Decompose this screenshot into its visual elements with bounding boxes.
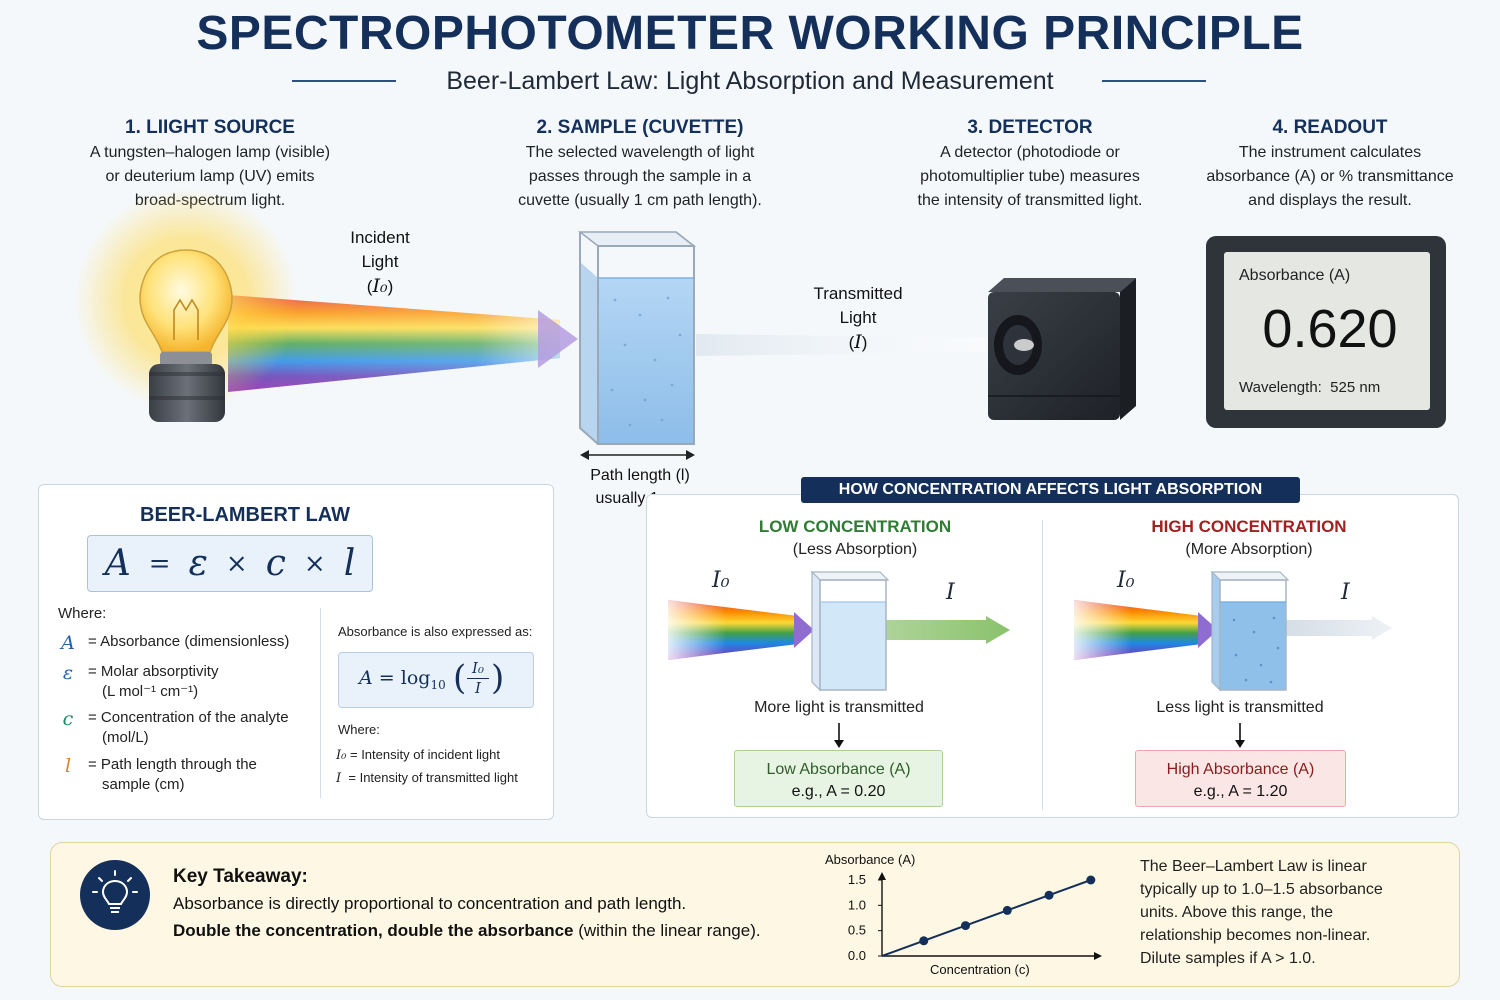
subtitle-rule-left (292, 80, 396, 82)
concentration-illustration (668, 570, 1392, 748)
low-transmitted-beam (886, 616, 1010, 644)
low-cuvette (810, 570, 890, 692)
takeaway-line2: Double the concentration, double the abs… (173, 921, 761, 940)
readout-value: 0.620 (1262, 299, 1398, 359)
chart-ylabel: Absorbance (A) (825, 852, 915, 867)
low-i0-label: I₀ (712, 568, 730, 593)
takeaway-title: Key Takeaway: (173, 866, 308, 887)
high-caption: Less light is transmitted (1156, 699, 1324, 716)
subtitle-rule-right (1102, 80, 1206, 82)
concentration-divider (1042, 520, 1043, 810)
chart-point (919, 936, 929, 946)
page-title: SPECTROPHOTOMETER WORKING PRINCIPLE (196, 7, 1304, 60)
high-cuvette (1210, 570, 1290, 692)
takeaway-line1: Absorbance is directly proportional to c… (173, 894, 687, 913)
chart-point (961, 921, 971, 931)
low-i-label: I (946, 580, 955, 605)
transmitted-light-beam (696, 334, 1002, 356)
chart-series-line (881, 879, 1092, 957)
def-molar-absorptivity: ε = Molar absorptivity(L mol⁻¹ cm⁻¹) (62, 662, 219, 700)
chart-point (1044, 890, 1054, 900)
beer-lambert-title: BEER-LAMBERT LAW (140, 504, 350, 526)
incident-arrowhead (538, 310, 578, 368)
instrument-illustration (74, 188, 1446, 460)
transmitted-symbol: I (854, 331, 862, 353)
high-i0-label: I₀ (1117, 568, 1135, 593)
where2-label: Where: (338, 722, 380, 737)
high-absorbance-box: High Absorbance (A) e.g., A = 1.20 (1135, 750, 1346, 807)
step-2-heading: 2. SAMPLE (CUVETTE) (536, 117, 744, 138)
chart-xlabel: Concentration (c) (930, 962, 1030, 977)
readout-wavelength: Wavelength: 525 nm (1239, 379, 1381, 396)
also-expressed-label: Absorbance is also expressed as: (338, 624, 533, 639)
cuvette (577, 231, 697, 445)
chart-ytick-label: 1.5 (848, 872, 866, 887)
step-1-heading: 1. LIIGHT SOURCE (125, 117, 295, 138)
where-label: Where: (58, 605, 107, 622)
panel-divider (320, 608, 321, 798)
chart-ytick-label: 0.5 (848, 923, 866, 938)
def-concentration: c = Concentration of the analyte(mol/L) (62, 708, 289, 746)
beer-lambert-equation: A=ε×c×l (87, 535, 373, 592)
high-transmitted-beam (1286, 616, 1392, 640)
step-3-heading: 3. DETECTOR (967, 117, 1093, 138)
low-absorbance-box: Low Absorbance (A) e.g., A = 0.20 (734, 750, 943, 807)
low-conc-subtitle: (Less Absorption) (792, 541, 918, 558)
def-absorbance: A = Absorbance (dimensionless) (61, 632, 290, 654)
low-conc-title: LOW CONCENTRATION (758, 517, 952, 536)
readout-label: Absorbance (A) (1239, 267, 1351, 284)
lightbulb-idea-icon (80, 860, 150, 930)
concentration-banner: HOW CONCENTRATION AFFECTS LIGHT ABSORPTI… (801, 477, 1300, 503)
high-i-label: I (1341, 580, 1350, 605)
log-equation: A = log10 ( I₀ I ) (338, 652, 534, 708)
high-conc-subtitle: (More Absorption) (1185, 541, 1313, 558)
page-subtitle: Beer-Lambert Law: Light Absorption and M… (446, 67, 1054, 95)
chart-ytick-label: 0.0 (848, 948, 866, 963)
detector (988, 278, 1136, 420)
intensity-defs: I₀ = Intensity of incident light I = Int… (336, 747, 518, 786)
low-caption: More light is transmitted (754, 699, 924, 716)
linearity-chart: Absorbance (A) Concentration (c) 1.5 1.0 0… (825, 852, 1102, 977)
step-4-heading: 4. READOUT (1272, 117, 1388, 138)
key-takeaway-panel (50, 842, 1460, 987)
high-conc-title: HIGH CONCENTRATION (1151, 517, 1347, 536)
chart-point (1086, 875, 1096, 885)
chart-ytick-label: 1.0 (848, 897, 866, 912)
incident-symbol: I₀ (372, 275, 388, 297)
chart-point (1002, 905, 1012, 915)
